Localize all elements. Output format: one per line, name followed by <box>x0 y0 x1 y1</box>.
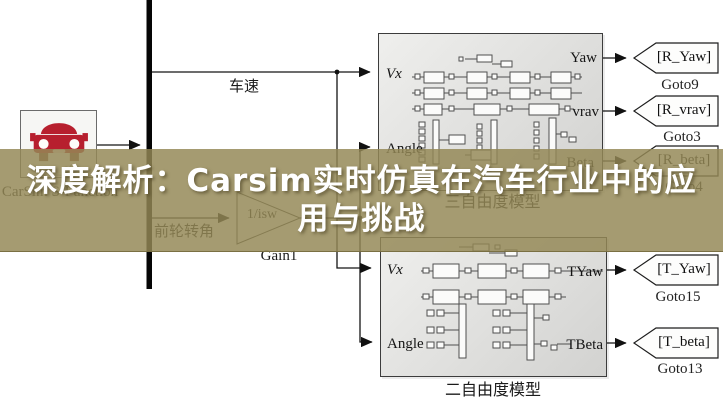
subsystem-2dof-caption: 二自由度模型 <box>444 382 541 399</box>
signal-label-speed: 车速 <box>228 79 259 95</box>
gain-label: Gain1 <box>260 248 298 264</box>
port-label-3dof-yaw: Yaw <box>570 50 597 66</box>
port-label-3dof-vx: Vx <box>386 66 402 82</box>
port-label-2dof-angle: Angle <box>387 336 424 352</box>
goto-tag-t-yaw[interactable] <box>632 254 719 286</box>
goto-tag-text-r-yaw[interactable]: [R_Yaw] <box>656 49 712 65</box>
banner-title-line1: 深度解析：Carsim实时仿真在汽车行业中的应 <box>26 163 697 199</box>
demux-bar[interactable] <box>146 0 153 289</box>
title-banner: 深度解析：Carsim实时仿真在汽车行业中的应 用与挑战 <box>0 149 723 252</box>
goto-tag-r-vrav[interactable] <box>632 95 719 127</box>
goto-label-t-yaw: Goto15 <box>655 289 701 305</box>
goto-label-t-beta: Goto13 <box>657 361 703 377</box>
junction-dot <box>334 69 340 75</box>
goto-tag-text-t-yaw[interactable]: [T_Yaw] <box>657 261 711 277</box>
goto-label-r-yaw: Goto9 <box>661 77 699 93</box>
port-label-2dof-tyaw: TYaw <box>567 264 603 280</box>
banner-title-line2: 用与挑战 <box>297 201 426 237</box>
port-label-2dof-vx: Vx <box>387 262 403 278</box>
goto-tag-text-r-vrav[interactable]: [R_vrav] <box>656 102 712 118</box>
port-label-3dof-vrav: vrav <box>572 104 599 120</box>
subsystem-2dof-inner-diagram <box>421 243 603 361</box>
goto-tag-text-t-beta[interactable]: [T_beta] <box>658 334 710 350</box>
goto-label-r-vrav: Goto3 <box>663 129 701 145</box>
goto-tag-r-yaw[interactable] <box>632 42 719 74</box>
subsystem-2dof[interactable]: Vx Angle TYaw TBeta <box>380 237 607 377</box>
port-label-2dof-tbeta: TBeta <box>566 337 603 353</box>
goto-tag-t-beta[interactable] <box>632 327 719 359</box>
